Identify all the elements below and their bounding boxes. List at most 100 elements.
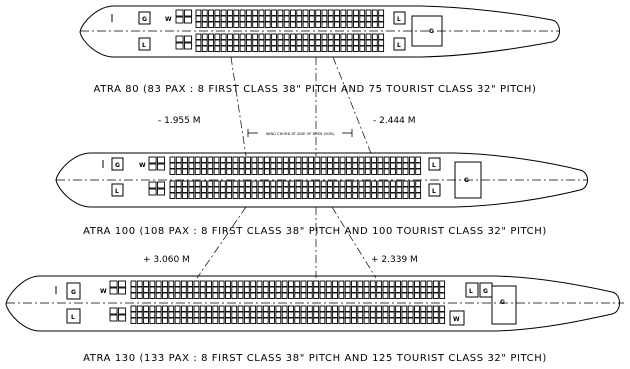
tourist-seat	[169, 162, 176, 169]
tourist-seat	[231, 280, 238, 287]
tourist-seat	[257, 192, 264, 199]
atra130-aft-lav-bottom	[449, 310, 465, 326]
tourist-seat	[262, 280, 269, 287]
tourist-seat	[252, 21, 259, 28]
tourist-seat	[275, 311, 282, 318]
tourist-seat	[432, 317, 439, 324]
tourist-seat	[365, 45, 372, 52]
tourist-seat	[402, 192, 409, 199]
tourist-seat	[420, 280, 427, 287]
tourist-seat	[201, 33, 208, 40]
tourist-seat	[402, 162, 409, 169]
tourist-seat	[396, 168, 403, 175]
tourist-seat	[369, 280, 376, 287]
tourist-seat	[289, 192, 296, 199]
tourist-seat	[220, 39, 227, 46]
tourist-seat	[237, 280, 244, 287]
tourist-seat	[257, 156, 264, 163]
tourist-seat	[276, 156, 283, 163]
tourist-seat	[314, 156, 321, 163]
tourist-seat	[239, 45, 246, 52]
tourist-seat	[351, 292, 357, 299]
tourist-seat	[327, 168, 333, 175]
tourist-seat	[401, 317, 408, 324]
first-class-seat	[118, 280, 127, 288]
tourist-seat	[395, 305, 401, 312]
atra80-galley-label: G	[142, 16, 147, 23]
tourist-seat	[201, 168, 207, 175]
tourist-seat	[378, 9, 385, 16]
tourist-seat	[345, 168, 352, 175]
tourist-seat	[269, 292, 275, 299]
atra100-aft-galley-label: G	[464, 177, 469, 184]
tourist-seat	[308, 45, 315, 52]
tourist-seat	[218, 292, 225, 299]
tourist-seat	[175, 180, 182, 187]
tourist-seat	[226, 180, 233, 187]
tourist-seat	[238, 156, 245, 163]
tourist-seat	[314, 192, 321, 199]
tourist-seat	[295, 162, 302, 169]
atra100-first-class	[148, 156, 166, 196]
tourist-seat	[408, 156, 415, 163]
tourist-seat	[407, 292, 414, 299]
tourist-seat	[377, 192, 384, 199]
tourist-seat	[201, 9, 208, 16]
tourist-seat	[332, 286, 338, 293]
atra80-fuselage	[79, 5, 560, 58]
tourist-seat	[206, 280, 212, 287]
tourist-seat	[339, 156, 346, 163]
tourist-seat	[319, 311, 326, 318]
tourist-seat	[225, 305, 231, 312]
tourist-seat	[345, 192, 352, 199]
tourist-seat	[357, 305, 364, 312]
tourist-seat	[289, 168, 296, 175]
tourist-seat	[376, 311, 383, 318]
tourist-seat	[420, 286, 427, 293]
tourist-seat	[315, 45, 322, 52]
tourist-seat	[252, 15, 259, 22]
tourist-seat	[295, 192, 302, 199]
tourist-seat	[301, 192, 308, 199]
tourist-seat	[258, 15, 265, 22]
tourist-seat	[195, 9, 202, 16]
tourist-seat	[294, 317, 301, 324]
first-class-seat	[118, 307, 127, 315]
tourist-seat	[250, 317, 257, 324]
atra130-aft-galley	[491, 285, 517, 325]
atra80-aft-lav-label: L	[397, 16, 401, 23]
tourist-seat	[365, 39, 372, 46]
tourist-seat	[199, 311, 206, 318]
tourist-seat	[162, 280, 168, 287]
tourist-seat	[251, 162, 258, 169]
tourist-seat	[168, 317, 175, 324]
tourist-seat	[258, 21, 265, 28]
tourist-seat	[187, 311, 194, 318]
tourist-seat	[334, 9, 340, 16]
tourist-seat	[264, 162, 270, 169]
tourist-seat	[352, 168, 359, 175]
tourist-seat	[257, 168, 264, 175]
atra130-first-class	[109, 280, 127, 322]
tourist-seat	[250, 311, 257, 318]
tourist-seat	[277, 33, 284, 40]
tourist-seat	[218, 280, 225, 287]
tourist-seat	[344, 280, 351, 287]
tourist-seat	[275, 292, 282, 299]
tourist-seat	[290, 39, 296, 46]
tourist-seat	[338, 292, 345, 299]
atra100-seat-rows	[148, 156, 422, 199]
atra100-aft-lav-bottom	[428, 183, 441, 197]
tourist-seat	[226, 168, 233, 175]
tourist-seat	[371, 9, 378, 16]
tourist-seat	[201, 15, 208, 22]
tourist-seat	[281, 280, 288, 287]
tourist-seat	[227, 33, 233, 40]
tourist-seat	[168, 305, 175, 312]
tourist-seat	[201, 192, 207, 199]
tourist-seat	[344, 311, 351, 318]
tourist-seat	[264, 33, 271, 40]
tourist-seat	[296, 15, 303, 22]
tourist-seat	[130, 292, 137, 299]
tourist-seat	[320, 192, 327, 199]
